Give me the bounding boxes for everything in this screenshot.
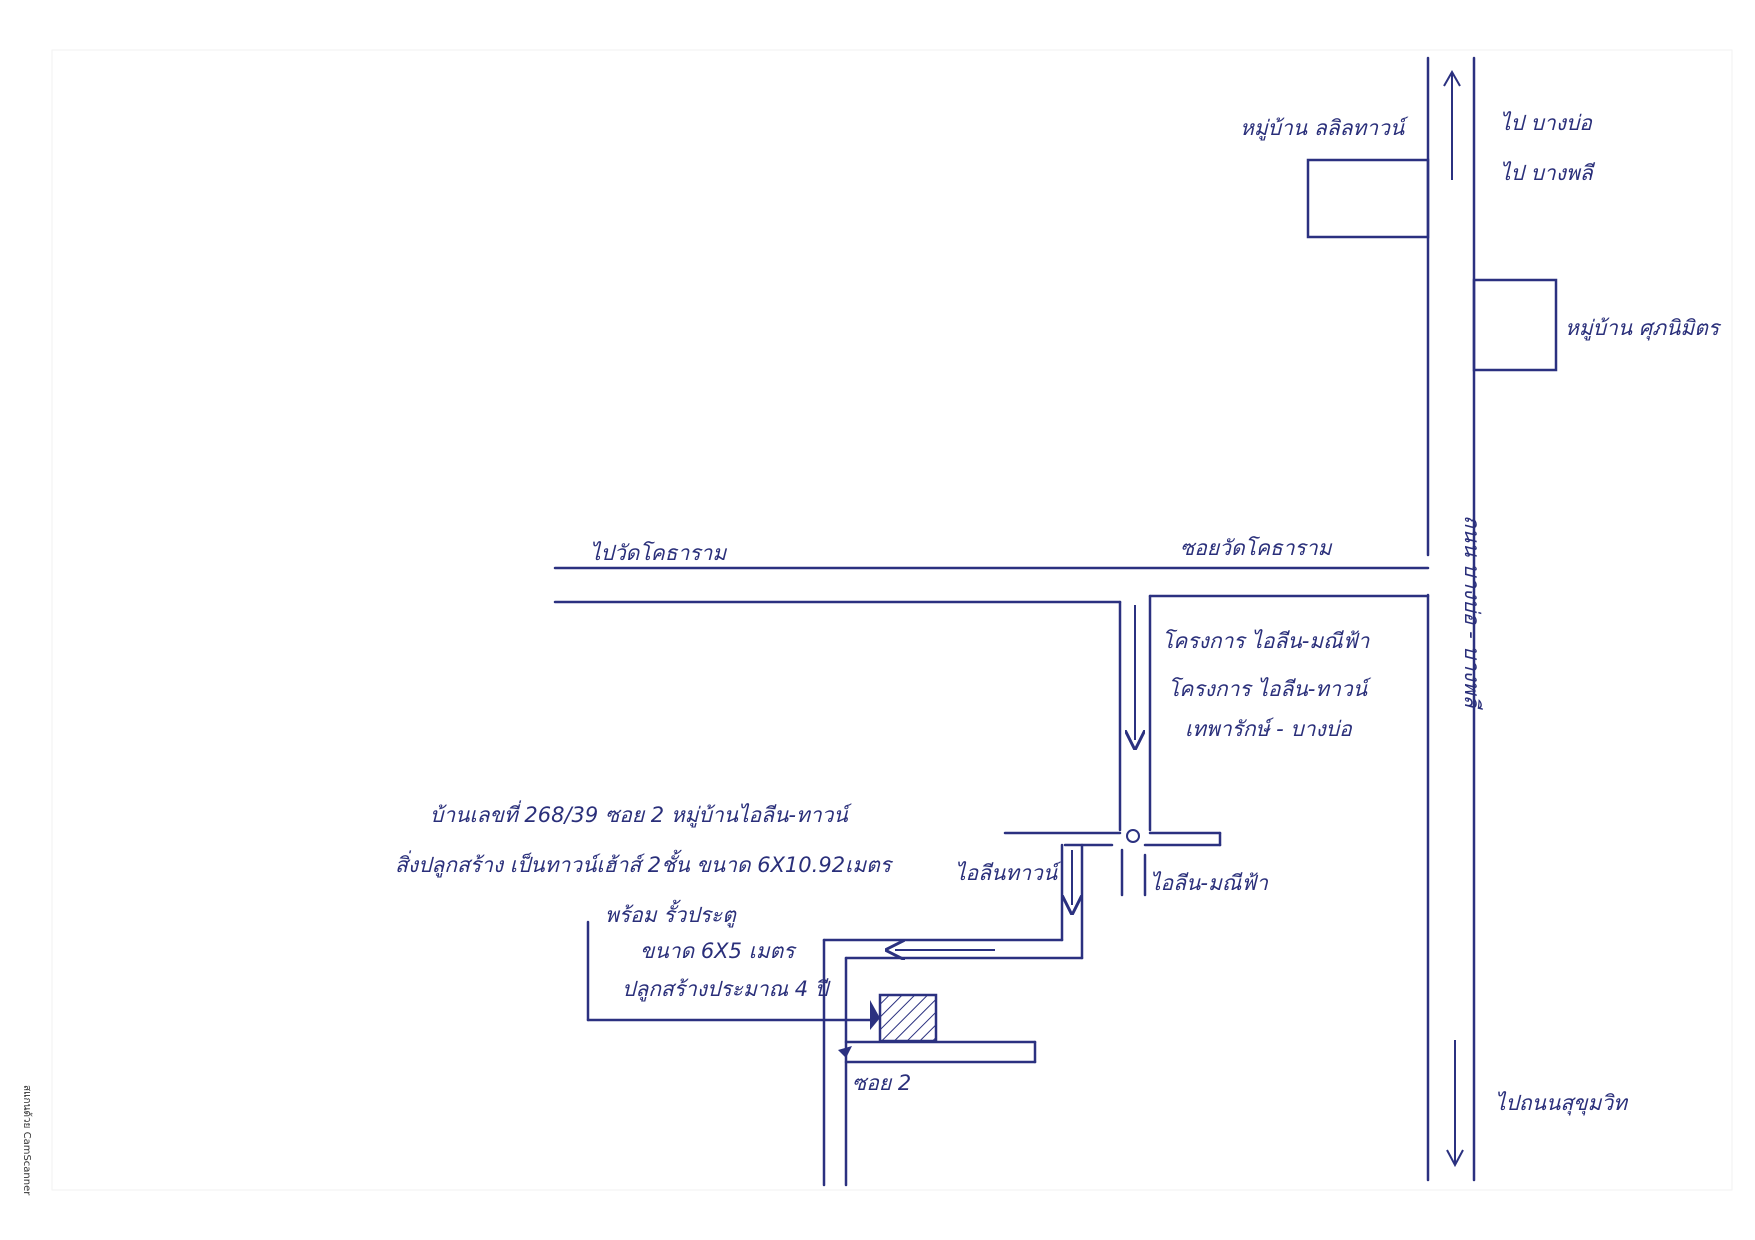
note-line-2: ขนาด 6X5 เมตร <box>640 939 797 963</box>
ilene-town-label: ไอลีนทาวน์ <box>955 861 1061 885</box>
scanner-watermark: สแกนด้วย CamScanner <box>21 1085 33 1196</box>
south-label: ไปถนนสุขุมวิท <box>1495 1091 1629 1116</box>
stepped-road <box>822 843 1084 1187</box>
note-line-1: พร้อม รั้วประตู <box>605 899 737 928</box>
village-label-top-left: หมู่บ้าน ลลิลทาวน์ <box>1240 116 1408 141</box>
village-box-right <box>1472 278 1558 372</box>
village-box-top-left <box>1306 158 1430 239</box>
main-road-label: ถนน บางบ่อ - บางพลี <box>1460 515 1484 710</box>
north-label-2: ไป บางพลี <box>1500 161 1596 185</box>
junction <box>1003 829 1222 897</box>
village-label-right: หมู่บ้าน ศุภนิมิตร <box>1565 316 1722 341</box>
note-line-3: ปลูกสร้างประมาณ 4 ปี <box>622 977 831 1002</box>
ilene-maneefa-label: ไอลีน-มณีฟ้า <box>1150 871 1269 895</box>
temple-soi-label: ซอยวัดโคธาราม <box>1180 536 1333 560</box>
north-label-1: ไป บางบ่อ <box>1500 111 1593 135</box>
project-label-2: โครงการ ไอลีน-ทาวน์ <box>1168 677 1371 701</box>
soi-2-road <box>844 1040 1037 1064</box>
project-label-3: เทพารักษ์ - บางบ่อ <box>1185 717 1353 741</box>
parcel-pointer-icon <box>870 1000 880 1030</box>
soi-2-label: ซอย 2 <box>852 1071 911 1095</box>
subject-parcel <box>878 993 938 1043</box>
entrance-marker-icon <box>838 1046 852 1058</box>
temple-soi-road <box>553 566 1430 604</box>
arrow-down-icon <box>1446 1040 1464 1168</box>
project-label-1: โครงการ ไอลีน-มณีฟ้า <box>1162 629 1370 653</box>
note-leader-line <box>586 920 877 1022</box>
main-road <box>1426 56 1476 1182</box>
to-temple-label: ไปวัดโคธาราม <box>590 541 727 565</box>
address-line-1: บ้านเลขที่ 268/39 ซอย 2 หมู่บ้านไอลีน-ทา… <box>430 800 852 828</box>
project-road <box>1118 594 1152 832</box>
address-line-2: สิ่งปลูกสร้าง เป็นทาวน์เฮ้าส์ 2ชั้น ขนาด… <box>395 849 894 878</box>
arrow-up-icon <box>1443 69 1461 180</box>
